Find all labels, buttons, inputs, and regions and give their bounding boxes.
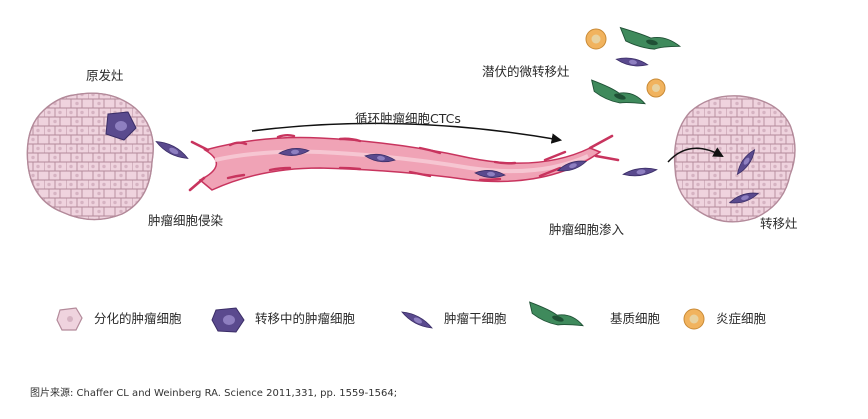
ctc-cell-4 bbox=[556, 160, 588, 172]
metastatic-stem-cell-1 bbox=[736, 148, 756, 176]
ctc-cell-3 bbox=[474, 170, 506, 178]
stromal-cell-2 bbox=[591, 79, 646, 105]
circulation-arrow bbox=[251, 122, 563, 144]
legend-label-stem: 肿瘤干细胞 bbox=[444, 311, 507, 326]
source-citation: 图片来源: Chaffer CL and Weinberg RA. Scienc… bbox=[30, 388, 398, 399]
intravasation-label: 肿瘤细胞渗入 bbox=[549, 222, 625, 237]
differentiated-cell-icon bbox=[56, 307, 83, 331]
transitioning-cell-primary bbox=[105, 111, 137, 141]
legend: 分化的肿瘤细胞 转移中的肿瘤细胞 肿瘤干细胞 基质细胞 炎症细胞 bbox=[56, 301, 767, 333]
transitioning-cell-icon bbox=[211, 307, 245, 333]
micrometastasis-label: 潜伏的微转移灶 bbox=[482, 64, 570, 79]
inflammatory-cell-icon bbox=[683, 308, 705, 330]
invasion-label: 肿瘤细胞侵染 bbox=[148, 213, 224, 228]
legend-label-inflammatory: 炎症细胞 bbox=[716, 311, 767, 326]
metastatic-stem-cell-2 bbox=[728, 192, 760, 204]
invasion-arrow bbox=[667, 147, 724, 163]
blood-vessel bbox=[188, 134, 620, 192]
ctc-label: 循环肿瘤细胞CTCs bbox=[355, 111, 461, 126]
micrometastasis-stem-cell bbox=[615, 57, 649, 67]
legend-label-differentiated: 分化的肿瘤细胞 bbox=[94, 311, 182, 326]
primary-tumor-mass bbox=[26, 92, 154, 221]
stem-cell-icon bbox=[401, 311, 433, 329]
inflammatory-cell-1 bbox=[585, 28, 607, 50]
metastatic-tumor-mass bbox=[673, 95, 796, 223]
legend-label-transitioning: 转移中的肿瘤细胞 bbox=[255, 311, 356, 326]
stromal-cell-1 bbox=[619, 26, 682, 50]
ctc-cell-1 bbox=[278, 148, 310, 156]
inflammatory-cell-2 bbox=[646, 78, 666, 98]
ctc-cell-2 bbox=[364, 153, 396, 163]
stromal-cell-icon bbox=[529, 301, 584, 327]
primary-tumor-label: 原发灶 bbox=[86, 68, 124, 83]
metastasis-label: 转移灶 bbox=[760, 216, 798, 231]
extravasating-stem-cell bbox=[622, 167, 658, 177]
legend-label-stromal: 基质细胞 bbox=[610, 311, 661, 326]
invading-stem-cell bbox=[155, 141, 189, 159]
